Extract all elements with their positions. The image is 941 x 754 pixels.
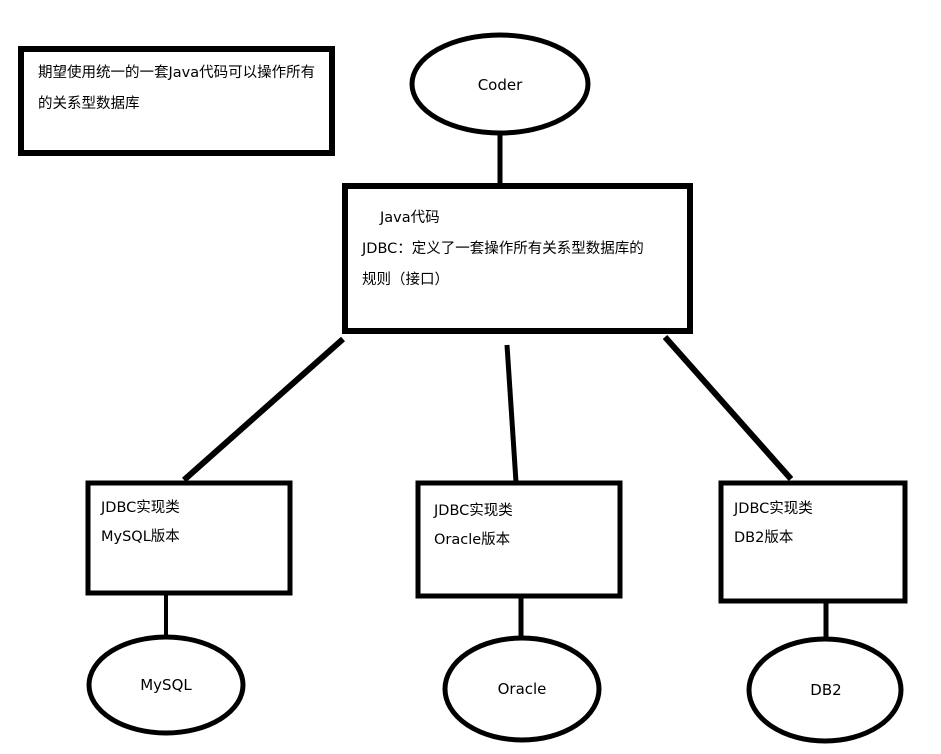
database-ellipse-oracle	[442, 635, 602, 743]
connector-center-to-db2-impl	[662, 335, 794, 481]
impl-db2-line-1: JDBC实现类	[734, 501, 813, 517]
center-box	[342, 183, 693, 334]
impl-text-mysql: JDBC实现类 MySQL版本	[101, 494, 281, 552]
database-label-mysql: MySQL	[140, 676, 192, 694]
impl-oracle-line-1: JDBC实现类	[434, 503, 513, 519]
center-line-3: 规则（接口）	[362, 272, 449, 288]
note-box	[18, 46, 335, 156]
impl-box-mysql	[85, 480, 293, 596]
note-line-1: 期望使用统一的一套Java代码可以操作所有	[38, 65, 316, 81]
database-label-db2: DB2	[810, 681, 842, 699]
impl-text-db2: JDBC实现类 DB2版本	[734, 495, 899, 553]
impl-text-oracle: JDBC实现类 Oracle版本	[434, 497, 614, 555]
database-label-oracle: Oracle	[497, 680, 547, 698]
impl-db2-line-2: DB2版本	[734, 530, 794, 546]
database-ellipse-db2	[746, 636, 904, 744]
connector-center-to-mysql-impl	[182, 336, 345, 483]
note-line-2: 的关系型数据库	[38, 96, 140, 112]
note-text: 期望使用统一的一套Java代码可以操作所有 的关系型数据库	[38, 58, 330, 120]
center-box-text: Java代码 JDBC：定义了一套操作所有关系型数据库的 规则（接口）	[362, 203, 687, 296]
database-ellipse-mysql	[86, 634, 246, 736]
impl-box-db2	[718, 480, 908, 604]
center-line-2: JDBC：定义了一套操作所有关系型数据库的	[362, 241, 644, 257]
impl-mysql-line-2: MySQL版本	[101, 529, 180, 545]
impl-mysql-line-1: JDBC实现类	[101, 500, 180, 516]
coder-label: Coder	[477, 76, 523, 94]
center-line-1: Java代码	[380, 210, 440, 226]
connector-center-to-oracle-impl	[504, 344, 519, 483]
impl-oracle-line-2: Oracle版本	[434, 532, 511, 548]
